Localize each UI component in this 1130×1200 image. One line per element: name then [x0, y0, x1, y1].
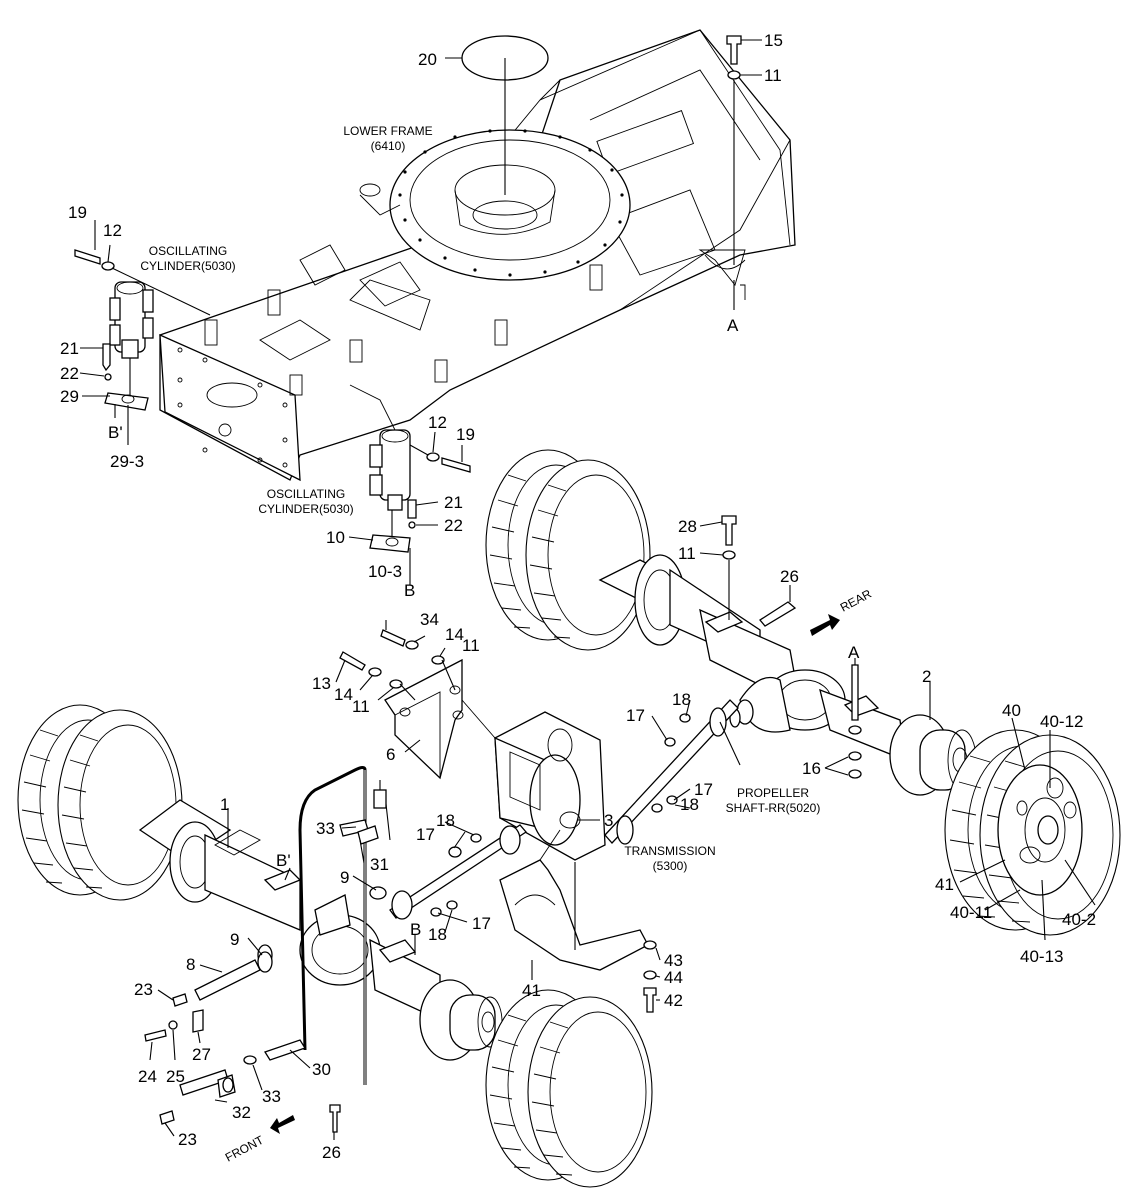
callout-11-lower: 11: [352, 697, 370, 716]
label-osc-cylinder-left-line2: CYLINDER(5030): [140, 259, 235, 273]
callout-19: 19: [68, 203, 87, 222]
label-lower-frame-line1: LOWER FRAME: [343, 124, 432, 138]
callout-8: 8: [186, 955, 195, 974]
callout-12-mid: 12: [428, 413, 447, 432]
callout-9: 9: [340, 868, 349, 887]
bolt-15: [726, 35, 762, 310]
callout-30: 30: [312, 1060, 331, 1079]
callout-B-prime: B': [108, 423, 123, 442]
rear-arrow: [810, 614, 840, 636]
callout-41-guard: 41: [522, 981, 541, 1000]
leader-lines: [79, 220, 1096, 1140]
callout-29: 29: [60, 387, 79, 406]
callout-26-lower: 26: [322, 1143, 341, 1162]
callout-A: A: [727, 316, 739, 335]
callout-14-lower: 14: [334, 685, 353, 704]
label-front: FRONT: [223, 1133, 267, 1165]
callout-15: 15: [764, 31, 783, 50]
callout-26: 26: [780, 567, 799, 586]
callout-40-2: 40-2: [1062, 910, 1096, 929]
callout-21-mid: 21: [444, 493, 463, 512]
callout-34: 34: [420, 610, 439, 629]
callout-6: 6: [386, 745, 395, 764]
propeller-shaft-rr: [604, 699, 739, 845]
callout-23: 23: [134, 980, 153, 999]
callout-17-lower: 17: [472, 914, 491, 933]
callout-12: 12: [103, 221, 122, 240]
label-lower-frame-line2: (6410): [371, 139, 406, 153]
labels: LOWER FRAME (6410) OSCILLATING CYLINDER(…: [140, 124, 874, 1165]
label-osc-cylinder-mid-line1: OSCILLATING: [267, 487, 345, 501]
callout-40-11: 40-11: [950, 903, 992, 922]
callout-33-lower: 33: [262, 1087, 281, 1106]
callout-43: 43: [664, 951, 683, 970]
callout-B-prime-mid: B': [276, 851, 291, 870]
bracket-6: [384, 658, 496, 780]
callout-13: 13: [312, 674, 331, 693]
lower-frame: [159, 29, 796, 482]
label-osc-cylinder-left-line1: OSCILLATING: [149, 244, 227, 258]
callout-9-lower: 9: [230, 930, 239, 949]
callout-16: 16: [802, 759, 821, 778]
callout-18-front: 18: [436, 811, 455, 830]
label-rear: REAR: [838, 586, 874, 614]
guard-41: [499, 829, 657, 1013]
callout-17-prop: 17: [694, 780, 713, 799]
callout-11-bracket: 11: [462, 636, 480, 655]
callout-3: 3: [604, 811, 613, 830]
oscillating-cylinder-left: [74, 249, 211, 445]
label-osc-cylinder-mid-line2: CYLINDER(5030): [258, 502, 353, 516]
label-propeller-line1: PROPELLER: [737, 786, 809, 800]
callout-18-prop: 18: [680, 795, 699, 814]
callout-40: 40: [1002, 701, 1021, 720]
front-arrow: [270, 1115, 295, 1134]
propeller-shaft-front: [389, 824, 527, 920]
callout-31: 31: [370, 855, 389, 874]
callout-17-front: 17: [416, 825, 435, 844]
callout-22-mid: 22: [444, 516, 463, 535]
callouts: 20 15 11 A 19 12 21 22 29 B' 29-3 12 19 …: [60, 31, 1096, 1162]
label-transmission-line2: (5300): [653, 859, 688, 873]
callout-25: 25: [166, 1067, 185, 1086]
callout-B-mid: B: [410, 920, 421, 939]
label-transmission-line1: TRANSMISSION: [624, 844, 715, 858]
callout-42: 42: [664, 991, 683, 1010]
callout-27: 27: [192, 1045, 211, 1064]
callout-40-12: 40-12: [1040, 712, 1083, 731]
callout-B: B: [404, 581, 415, 600]
hose-30: [243, 766, 391, 1085]
callout-21: 21: [60, 339, 79, 358]
callout-29-3: 29-3: [110, 452, 144, 471]
callout-10: 10: [326, 528, 345, 547]
callout-22: 22: [60, 364, 79, 383]
callout-11: 11: [764, 66, 782, 85]
callout-10-3: 10-3: [368, 562, 402, 581]
transmission: [494, 711, 606, 861]
callout-11-rear: 11: [678, 544, 696, 563]
callout-44: 44: [664, 968, 683, 987]
bracket-bolts: [339, 629, 456, 701]
label-propeller-line2: SHAFT-RR(5020): [726, 801, 821, 815]
callout-18-lower: 18: [428, 925, 447, 944]
callout-33: 33: [316, 819, 335, 838]
pin-8: [144, 951, 341, 1133]
callout-20: 20: [418, 50, 437, 69]
callout-14: 14: [445, 625, 464, 644]
oscillating-cylinder-mid: [349, 384, 471, 585]
callout-23-lower: 23: [178, 1130, 197, 1149]
callout-40-13: 40-13: [1020, 947, 1063, 966]
front-axle: [17, 704, 653, 1188]
right-wheel-assembly: [944, 729, 1121, 936]
callout-18: 18: [672, 690, 691, 709]
callout-A-mid: A: [848, 643, 860, 662]
callout-19-mid: 19: [456, 425, 475, 444]
callout-2: 2: [922, 667, 931, 686]
callout-41-wheel: 41: [935, 875, 954, 894]
callout-1: 1: [220, 795, 229, 814]
callout-32: 32: [232, 1103, 251, 1122]
callout-17: 17: [626, 706, 645, 725]
callout-28: 28: [678, 517, 697, 536]
callout-24: 24: [138, 1067, 157, 1086]
